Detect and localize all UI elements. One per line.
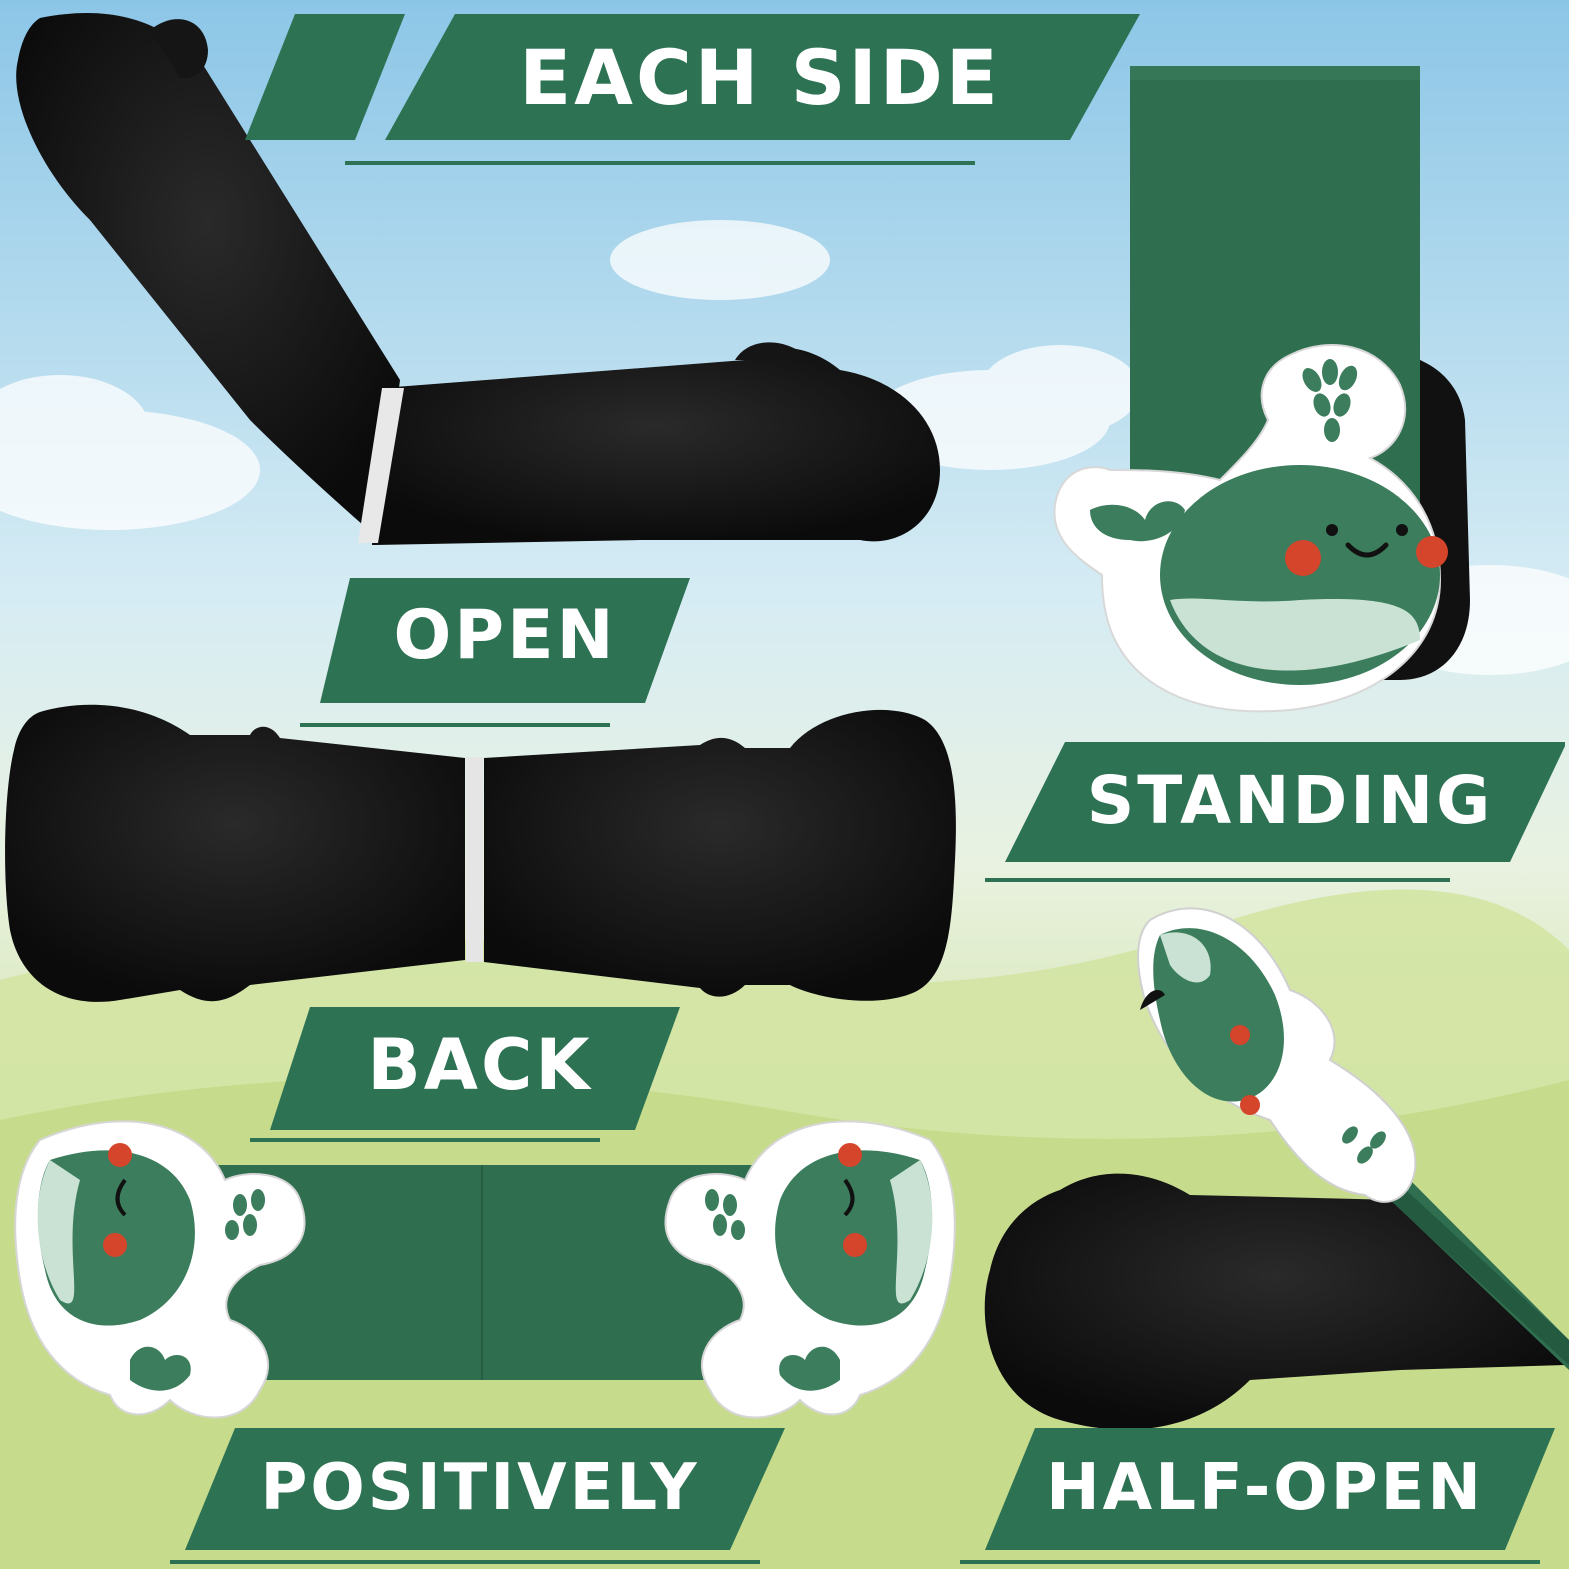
banner-back xyxy=(250,1007,680,1142)
banner-half-open xyxy=(960,1428,1555,1564)
banner-each-side xyxy=(245,14,1140,165)
positively-magnet xyxy=(14,1120,956,1419)
half-open-magnet xyxy=(984,907,1569,1430)
standing-magnet xyxy=(1053,66,1470,713)
banner-standing xyxy=(985,742,1565,882)
back-magnet xyxy=(5,704,956,1002)
banner-positively xyxy=(170,1428,785,1564)
open-magnet xyxy=(16,13,940,545)
banner-open xyxy=(300,578,690,727)
